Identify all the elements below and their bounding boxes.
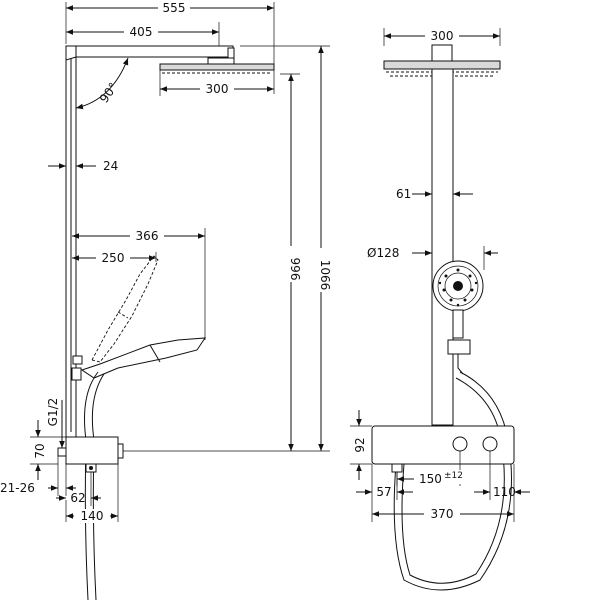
svg-text:150: 150	[419, 472, 442, 486]
column-front	[431, 68, 454, 426]
dim-62: 62	[56, 472, 101, 506]
svg-text:21-26: 21-26	[0, 481, 35, 495]
hand-shower-front	[393, 260, 512, 591]
svg-text:57: 57	[376, 485, 391, 499]
dim-92: 92	[350, 410, 372, 480]
dim-996: 996	[284, 74, 302, 451]
svg-text:370: 370	[431, 507, 454, 521]
thermostat-front	[371, 425, 515, 473]
side-view: 555 405 90° 30	[0, 0, 332, 600]
dim-1066: 1066	[314, 46, 332, 451]
dim-61: 61	[396, 187, 473, 201]
svg-text:Ø128: Ø128	[367, 246, 399, 260]
dim-21-26: 21-26	[0, 456, 76, 496]
svg-text:555: 555	[163, 1, 186, 15]
dim-70: 70	[30, 420, 66, 480]
svg-text:366: 366	[136, 229, 159, 243]
overhead-head-side	[159, 57, 275, 74]
svg-text:250: 250	[102, 251, 125, 265]
dim-57: 57	[356, 464, 413, 522]
dim-128: Ø128	[367, 246, 498, 270]
dim-g12: G1/2	[46, 398, 65, 448]
hand-shower-side	[71, 255, 206, 600]
svg-text:90°: 90°	[97, 80, 121, 105]
dim-110: 110	[474, 451, 530, 500]
dim-300-front: 300	[384, 29, 500, 43]
svg-text:996: 996	[288, 258, 302, 281]
dim-24: 24	[48, 159, 118, 173]
svg-text:140: 140	[81, 509, 104, 523]
svg-text:70: 70	[33, 443, 47, 458]
svg-text:110: 110	[493, 485, 516, 499]
dim-150: 150 ±12	[396, 451, 464, 486]
dim-140: 140	[65, 458, 119, 523]
thermostat-side	[57, 436, 124, 473]
svg-text:300: 300	[431, 29, 454, 43]
svg-text:1066: 1066	[318, 260, 332, 291]
svg-text:405: 405	[130, 25, 153, 39]
dim-405: 405	[66, 25, 219, 39]
dim-300-side: 300	[160, 82, 274, 96]
dim-250: 250	[72, 251, 156, 265]
svg-text:300: 300	[206, 82, 229, 96]
dim-555: 555	[66, 0, 274, 15]
angle-90: 90°	[75, 57, 129, 110]
dim-366: 366	[72, 229, 205, 243]
svg-text:92: 92	[353, 437, 367, 452]
svg-text:62: 62	[70, 491, 85, 505]
svg-text:±12: ±12	[444, 471, 463, 481]
dim-370: 370	[372, 500, 515, 522]
front-view: 300 61 Ø128	[350, 28, 530, 591]
svg-text:G1/2: G1/2	[46, 398, 60, 427]
svg-text:61: 61	[396, 187, 411, 201]
shower-column	[65, 45, 235, 439]
svg-text:24: 24	[103, 159, 118, 173]
